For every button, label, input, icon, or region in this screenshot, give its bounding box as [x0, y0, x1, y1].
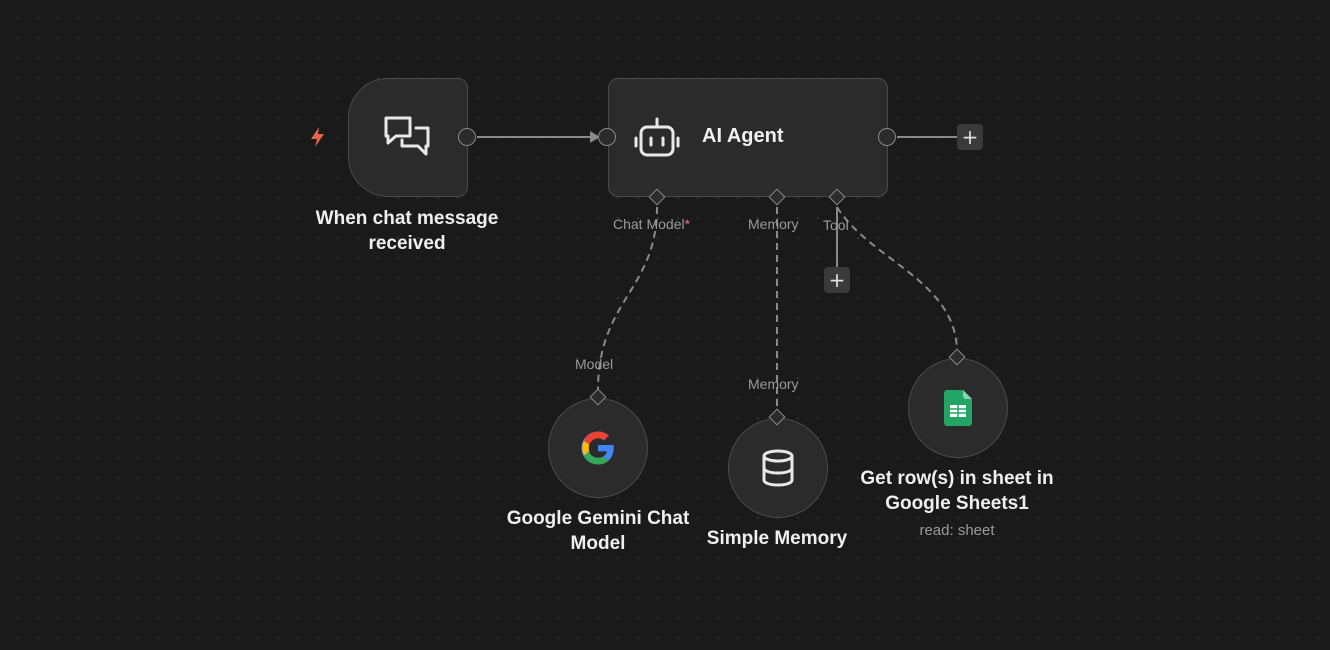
ai-agent-title: AI Agent — [702, 125, 784, 147]
google-sheets-icon — [909, 359, 1007, 457]
google-sheets-node[interactable] — [908, 358, 1008, 458]
memory-input-label: Memory — [748, 376, 799, 392]
google-g-icon — [549, 399, 647, 497]
connection-arrowhead — [590, 131, 600, 143]
trigger-output-handle[interactable] — [458, 128, 476, 146]
trigger-bolt-icon — [308, 126, 328, 153]
simple-memory-node[interactable] — [728, 418, 828, 518]
add-tool-button[interactable]: + — [824, 267, 850, 293]
database-icon — [729, 419, 827, 517]
chat-model-port-label: Chat Model* — [613, 216, 691, 232]
sheets-node-subtitle: read: sheet — [919, 522, 995, 539]
required-marker: * — [684, 216, 691, 232]
gemini-node-title: Google Gemini Chat Model — [506, 508, 690, 554]
memory-port-label: Memory — [748, 216, 799, 232]
agent-output-handle[interactable] — [878, 128, 896, 146]
trigger-node-title: When chat message received — [315, 208, 499, 254]
add-next-node-button[interactable]: + — [957, 124, 983, 150]
gemini-chat-model-node[interactable] — [548, 398, 648, 498]
chat-trigger-node[interactable] — [348, 78, 468, 197]
tool-port-label: Tool — [823, 217, 849, 233]
memory-node-title: Simple Memory — [706, 528, 848, 549]
ai-agent-node[interactable] — [608, 78, 888, 197]
model-input-label: Model — [575, 356, 614, 372]
robot-icon — [632, 114, 682, 162]
sheets-node-title: Get row(s) in sheet in Google Sheets1 — [860, 468, 1054, 514]
connection-chat-model — [597, 206, 658, 391]
connection-tool-sheets — [836, 206, 958, 351]
chat-bubbles-icon — [349, 79, 467, 196]
agent-input-handle[interactable] — [598, 128, 616, 146]
